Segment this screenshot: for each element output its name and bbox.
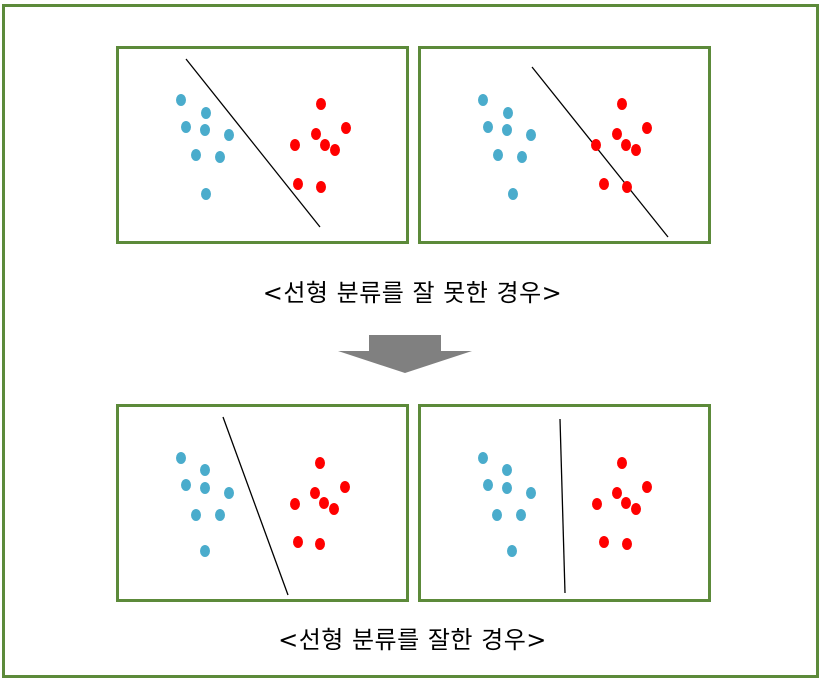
blue-cluster xyxy=(478,452,536,557)
red-cluster xyxy=(290,457,350,550)
outer-frame xyxy=(2,4,819,678)
down-arrow-icon xyxy=(338,335,472,373)
blue-cluster xyxy=(176,94,234,200)
scatter-bad-2 xyxy=(478,66,669,238)
separator-line xyxy=(185,58,321,228)
red-cluster xyxy=(591,98,652,193)
red-cluster xyxy=(290,98,351,193)
blue-cluster xyxy=(478,94,536,200)
panel-bad-2 xyxy=(418,46,711,244)
blue-cluster xyxy=(176,452,234,557)
separator-line xyxy=(531,66,669,238)
panel-bad-1 xyxy=(116,46,409,244)
scatter-good-1 xyxy=(176,416,350,596)
caption-good-classification: <선형 분류를 잘한 경우> xyxy=(278,626,547,654)
scatter-good-2 xyxy=(478,418,652,594)
panel-good-2 xyxy=(418,404,711,602)
red-cluster xyxy=(592,457,652,550)
caption-bad-classification: <선형 분류를 잘 못한 경우> xyxy=(262,279,563,307)
separator-line xyxy=(222,416,289,596)
panel-good-1 xyxy=(116,404,409,602)
scatter-bad-1 xyxy=(176,58,351,228)
separator-line xyxy=(559,418,566,594)
